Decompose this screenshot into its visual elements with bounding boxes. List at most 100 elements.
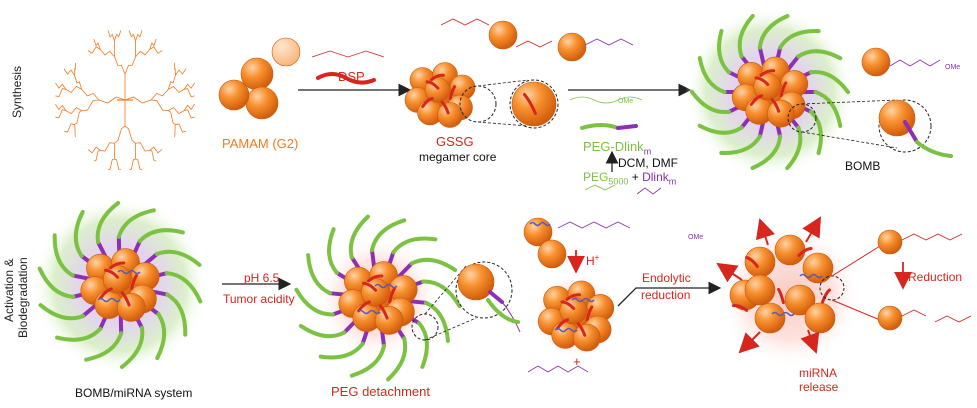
- pamam-branch-0aab: [175, 69, 186, 75]
- pamam-branch-2bab: [55, 83, 66, 89]
- pamam-branch-1bbb: [88, 147, 100, 153]
- release-ball-3: [803, 253, 833, 283]
- release-ball-7: [745, 275, 775, 305]
- pamam-branch-0bb: [168, 111, 175, 125]
- pamam-branch-1bba: [94, 150, 100, 161]
- pamam-branch-0aaa: [174, 63, 175, 75]
- gssg-structure-3: [585, 39, 633, 45]
- pamam-branch-1aba: [136, 159, 142, 170]
- fragment-ball-2: [538, 240, 566, 268]
- peg-detach-core-ball-7: [375, 306, 403, 334]
- release-ball-1: [745, 247, 775, 277]
- pamam-branch-2bbb: [75, 63, 76, 75]
- pamam-branch-2aa: [75, 111, 82, 125]
- zoom-detach-dlink: [490, 292, 502, 302]
- ome-label-1: OMe: [945, 64, 960, 71]
- gssg-ball-1: [489, 21, 517, 49]
- section-label-biodegradation: Biodegradation: [16, 257, 30, 338]
- pamam-branch-3bab: [136, 30, 142, 41]
- pamam-branch-2bba: [64, 69, 75, 75]
- release-ball-5: [755, 303, 785, 333]
- pamam-branch-0ab: [168, 86, 184, 92]
- h-plus-label: H+: [586, 254, 599, 267]
- peg-dlink-chain-green: [582, 125, 618, 128]
- pamam-branch-2b: [82, 89, 99, 100]
- pamam-branch-2ba: [66, 86, 82, 92]
- pamam-branch-1a: [125, 126, 136, 143]
- peg5000-label: PEG5000 + Dlinkm: [583, 171, 676, 186]
- intermediate-core-ball-7: [573, 324, 600, 351]
- h-plus-sup: +: [595, 253, 600, 262]
- bomb-side-ball: [862, 48, 890, 76]
- pamam-branch-3b: [125, 57, 136, 74]
- bomb-side-structure: [890, 60, 940, 66]
- zoom-guide-1: [478, 80, 528, 86]
- pamam-branch-2abb: [55, 104, 66, 110]
- reduction-ball-top: [878, 230, 902, 254]
- zoom-bomb-peg: [917, 142, 951, 156]
- megamer-core-ball-7: [438, 103, 463, 128]
- pamam-branch-3abb: [114, 30, 120, 41]
- scheme-graphics: [32, 7, 971, 379]
- pamam-ball-3: [219, 80, 249, 110]
- peg-dlink-text: PEG-Dlink: [583, 139, 644, 154]
- release-ball-6: [805, 303, 835, 333]
- reduction-label: reduction: [641, 289, 690, 301]
- pamam-branch-1bab: [108, 159, 114, 170]
- pamam-ball-2: [246, 87, 278, 119]
- dlink-sub: m: [669, 176, 677, 186]
- pamam-branch-0baa: [184, 104, 195, 110]
- pamam-ball-faded: [272, 38, 300, 66]
- pamam-label: PAMAM (G2): [222, 137, 298, 150]
- bomb-core-ball-7: [767, 100, 794, 127]
- release-label: release: [799, 381, 838, 393]
- ome-label-2: OMe: [618, 98, 633, 105]
- reagents-label: DCM, DMF: [618, 157, 678, 169]
- dlink-text: Dlink: [642, 170, 669, 184]
- pamam-branch-1bb: [100, 143, 114, 151]
- pamam-branch-3aab: [94, 39, 100, 50]
- peg5000-sub: 5000: [608, 176, 628, 186]
- pamam-branch-0bab: [184, 110, 195, 118]
- pamam-branch-2aba: [55, 110, 66, 118]
- reduction-structure-top: [902, 234, 962, 240]
- pamam-branch-0abb: [184, 89, 195, 97]
- bomb-mirna-core-ball-7: [117, 293, 145, 321]
- pamam-branch-3bb: [136, 50, 150, 57]
- pamam-branch-0bba: [175, 124, 186, 132]
- dlink-structure: [637, 188, 661, 194]
- pamam-branch-0bbb: [174, 125, 175, 137]
- pamam-branch-1aab: [150, 150, 156, 161]
- plus-sign-2: +: [573, 355, 581, 368]
- pamam-ball-1: [241, 58, 273, 90]
- megamer-core-label: megamer core: [419, 151, 496, 163]
- dsp-structure: [312, 51, 384, 57]
- pamam-branch-2a: [82, 100, 99, 111]
- pamam-branch-2baa: [55, 89, 66, 97]
- reduction-structure-bottom-2: [935, 316, 971, 322]
- release-ball-2: [775, 235, 805, 265]
- pamam-branch-2aab: [64, 124, 75, 132]
- reduction-structure-bottom-1: [902, 310, 926, 316]
- pamam-branch-3aa: [100, 50, 114, 57]
- ph-label: pH 6.5: [244, 272, 279, 284]
- pamam-branch-1abb: [129, 159, 135, 170]
- pamam-branch-0a: [151, 89, 168, 100]
- pamam-branch-3aba: [108, 30, 114, 41]
- section-label-activation: Activation &: [2, 259, 16, 322]
- pamam-branch-1baa: [114, 159, 120, 170]
- section-label-synthesis: Synthesis: [10, 66, 24, 118]
- mirna-label: miRNA: [799, 367, 837, 379]
- gssg-ball-2: [558, 33, 586, 61]
- dsp-label: DSP: [338, 70, 365, 83]
- reduction-right-label: Reduction: [908, 271, 962, 283]
- reduction-ball-bottom: [878, 306, 902, 330]
- gssg-structure-1: [441, 19, 489, 25]
- pamam-branch-3bba: [150, 39, 156, 50]
- peg-dlink-label: PEG-Dlinkm: [583, 140, 651, 157]
- bomb-mirna-label: BOMB/miRNA system: [75, 387, 192, 399]
- ome-label-3: OMe: [688, 234, 703, 241]
- gssg-structure-2: [516, 41, 552, 47]
- pamam-branch-1b: [114, 126, 125, 143]
